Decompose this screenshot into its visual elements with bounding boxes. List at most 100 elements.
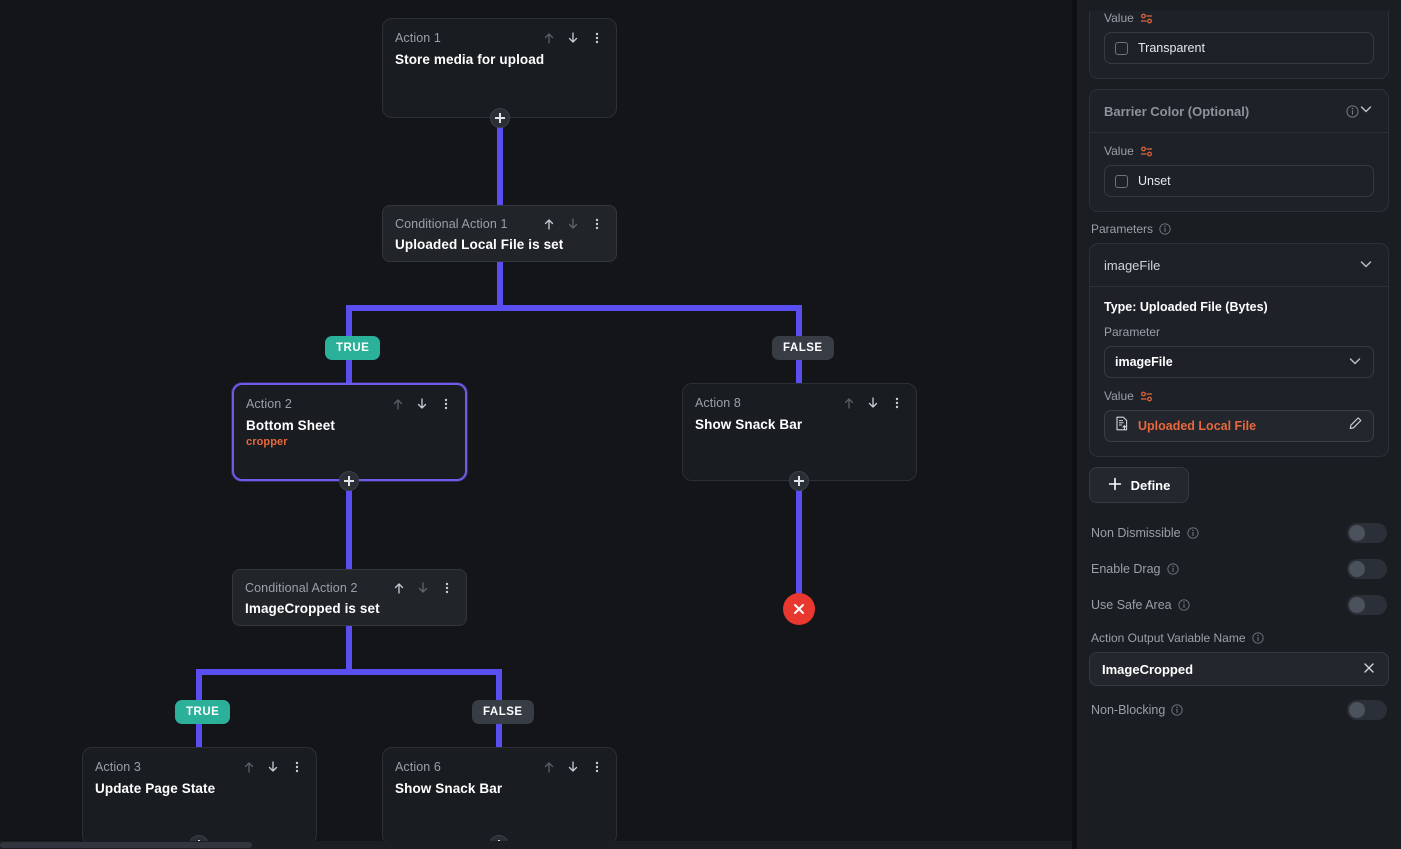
move-down-icon[interactable]	[415, 397, 429, 411]
unset-checkbox-row[interactable]: Unset	[1104, 165, 1374, 197]
move-down-icon[interactable]	[566, 31, 580, 45]
parameter-select-value: imageFile	[1115, 355, 1173, 369]
node-id-label: Conditional Action 1	[395, 216, 508, 231]
node-action-1[interactable]: Action 1 Store media for upload	[382, 18, 617, 118]
barrier-color-title: Barrier Color (Optional)	[1104, 103, 1250, 119]
node-action-2[interactable]: Action 2 Bottom Sheet cropper	[232, 383, 467, 481]
chevron-down-icon[interactable]	[1358, 101, 1374, 122]
move-up-icon[interactable]	[542, 760, 556, 774]
move-down-icon[interactable]	[416, 581, 430, 595]
info-icon[interactable]	[1346, 105, 1359, 118]
divider	[1090, 132, 1388, 133]
transparent-checkbox-row[interactable]: Transparent	[1104, 32, 1374, 64]
chevron-down-icon[interactable]	[1347, 353, 1363, 372]
canvas-horizontal-scrollbar[interactable]	[0, 841, 1072, 849]
info-icon[interactable]	[1159, 223, 1171, 235]
more-options-icon[interactable]	[590, 760, 604, 774]
output-variable-input[interactable]: ImageCropped	[1089, 652, 1389, 686]
info-icon[interactable]	[1251, 632, 1264, 644]
define-button[interactable]: Define	[1089, 467, 1189, 503]
transparent-value-card: Value Transparent	[1089, 11, 1389, 79]
move-down-icon[interactable]	[266, 760, 280, 774]
flow-canvas[interactable]: Action 1 Store media for upload Conditio…	[0, 0, 1072, 849]
toggle-label-wrap: Enable Drag	[1091, 562, 1347, 576]
move-up-icon[interactable]	[392, 581, 406, 595]
value-label-row: Value	[1104, 11, 1374, 25]
node-action-icons	[392, 581, 454, 595]
node-title: Show Snack Bar	[695, 417, 803, 432]
toggle-label-wrap: Non-Blocking	[1091, 703, 1347, 717]
value-label: Value	[1104, 144, 1134, 158]
uploaded-local-file-value[interactable]: Uploaded Local File	[1104, 410, 1374, 442]
checkbox-icon[interactable]	[1115, 41, 1128, 55]
divider	[1090, 286, 1388, 287]
move-up-icon[interactable]	[542, 217, 556, 231]
add-action-button-1[interactable]	[490, 108, 510, 128]
edit-pencil-icon[interactable]	[1348, 416, 1363, 436]
toggle-row-non-dismissible[interactable]: Non Dismissible	[1089, 515, 1389, 551]
node-action-icons	[242, 760, 304, 774]
info-icon[interactable]	[1171, 704, 1183, 716]
output-variable-value: ImageCropped	[1102, 661, 1194, 677]
value-label-row: Value	[1104, 144, 1374, 158]
node-action-8[interactable]: Action 8 Show Snack Bar	[682, 383, 917, 481]
more-options-icon[interactable]	[590, 217, 604, 231]
move-up-icon[interactable]	[842, 396, 856, 410]
toggle-label-wrap: Non Dismissible	[1091, 526, 1347, 540]
barrier-color-header[interactable]: Barrier Color (Optional)	[1090, 90, 1388, 132]
node-id-label: Action 2	[246, 396, 292, 411]
toggle-row-non-blocking[interactable]: Non-Blocking	[1089, 692, 1389, 728]
move-up-icon[interactable]	[542, 31, 556, 45]
variable-toggle-icon[interactable]	[1140, 146, 1153, 157]
properties-panel[interactable]: Value Transparent	[1077, 0, 1401, 849]
node-conditional-action-2[interactable]: Conditional Action 2 ImageCropped is set	[232, 569, 467, 626]
more-options-icon[interactable]	[440, 581, 454, 595]
toggle-label: Enable Drag	[1091, 562, 1161, 576]
clear-icon[interactable]	[1362, 661, 1376, 678]
parameter-dropdown-header[interactable]: imageFile	[1090, 244, 1388, 286]
toggle-switch[interactable]	[1347, 559, 1387, 579]
add-action-button-2[interactable]	[339, 471, 359, 491]
toggle-knob	[1349, 702, 1365, 718]
node-title: Uploaded Local File is set	[395, 237, 564, 252]
more-options-icon[interactable]	[590, 31, 604, 45]
move-down-icon[interactable]	[566, 760, 580, 774]
variable-toggle-icon[interactable]	[1140, 391, 1153, 402]
node-id-label: Action 3	[95, 759, 141, 774]
toggle-switch[interactable]	[1347, 700, 1387, 720]
info-icon[interactable]	[1177, 599, 1190, 611]
parameter-select[interactable]: imageFile	[1104, 346, 1374, 378]
move-down-icon[interactable]	[866, 396, 880, 410]
more-options-icon[interactable]	[290, 760, 304, 774]
node-id-label: Action 8	[695, 395, 741, 410]
chevron-down-icon[interactable]	[1358, 256, 1374, 275]
node-action-6[interactable]: Action 6 Show Snack Bar	[382, 747, 617, 845]
node-action-icons	[542, 217, 604, 231]
more-options-icon[interactable]	[890, 396, 904, 410]
info-icon[interactable]	[1166, 563, 1179, 575]
info-icon[interactable]	[1186, 527, 1199, 539]
scrollbar-thumb[interactable]	[0, 842, 252, 848]
parameters-label: Parameters	[1091, 222, 1154, 236]
node-action-3[interactable]: Action 3 Update Page State	[82, 747, 317, 845]
move-up-icon[interactable]	[242, 760, 256, 774]
toggle-switch[interactable]	[1347, 523, 1387, 543]
node-title: Bottom Sheet	[246, 418, 335, 433]
checkbox-icon[interactable]	[1115, 174, 1128, 188]
more-options-icon[interactable]	[439, 397, 453, 411]
node-header: Action 1	[383, 19, 616, 47]
variable-toggle-icon[interactable]	[1140, 13, 1153, 24]
move-up-icon[interactable]	[391, 397, 405, 411]
node-conditional-action-1[interactable]: Conditional Action 1 Uploaded Local File…	[382, 205, 617, 262]
node-id-label: Action 6	[395, 759, 441, 774]
add-action-button-8[interactable]	[789, 471, 809, 491]
type-line: Type: Uploaded File (Bytes)	[1104, 300, 1268, 314]
toggle-switch[interactable]	[1347, 595, 1387, 615]
move-down-icon[interactable]	[566, 217, 580, 231]
flow-end-button[interactable]	[783, 593, 815, 625]
node-id-label: Conditional Action 2	[245, 580, 358, 595]
toggle-row-enable-drag[interactable]: Enable Drag	[1089, 551, 1389, 587]
node-action-icons	[391, 397, 453, 411]
node-title: Update Page State	[95, 781, 216, 796]
toggle-row-use-safe-area[interactable]: Use Safe Area	[1089, 587, 1389, 623]
